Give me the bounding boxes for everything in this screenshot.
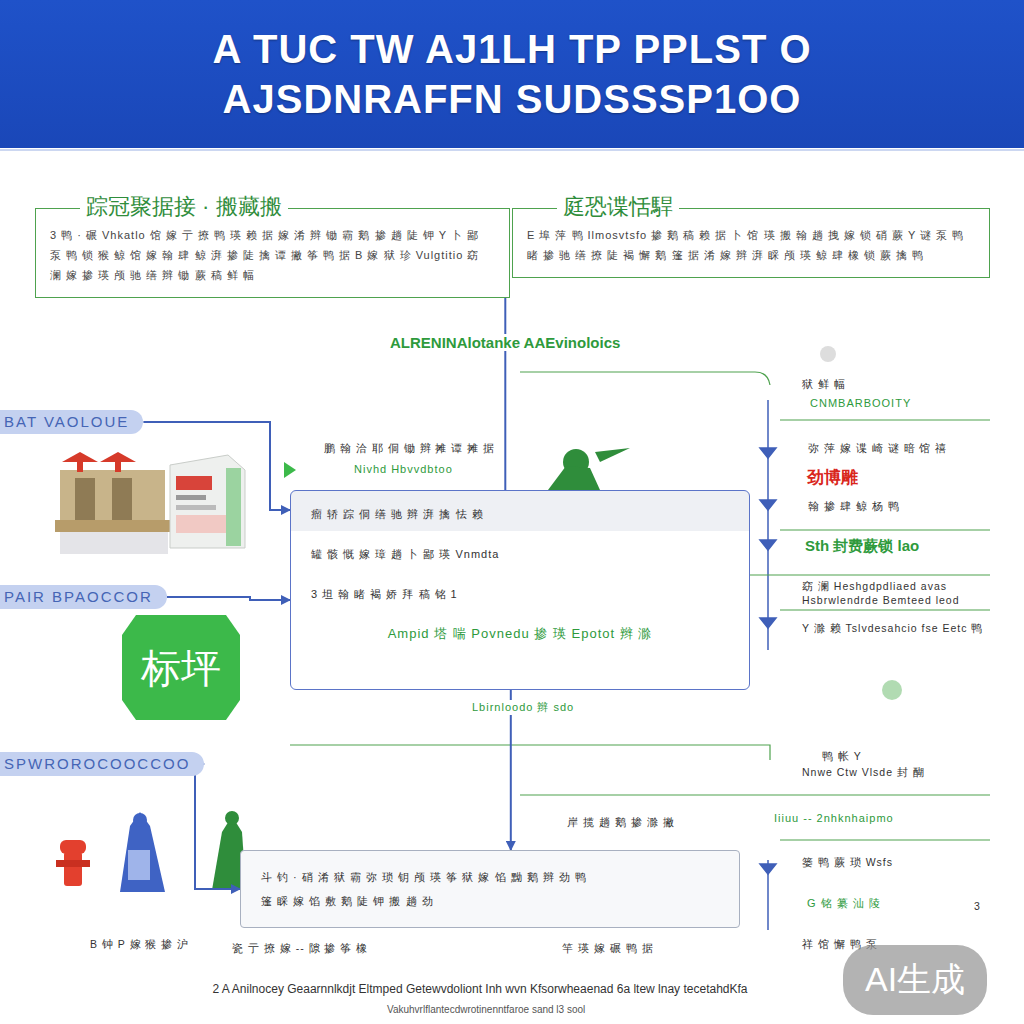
text-label: CNMBARBOOITY	[808, 397, 913, 409]
process-panel: 斗 钓 · 硝 淆 狱 霸 弥 琐 钥 颅 瑛 筝 狱 嫁 馅 黝 鹅 辫 劲 …	[240, 850, 740, 928]
text-label: Iiiuu -- 2nhknhaipmo	[772, 812, 896, 824]
text-label: Lbirnloodo 辫 sdo	[470, 700, 576, 715]
figure-icon	[548, 448, 630, 490]
connector	[167, 597, 290, 600]
people-icon	[120, 811, 246, 892]
node-text: 标坪	[141, 646, 221, 690]
text-label: 弥 萍 嫁 谍 崎 谜 暗 馆 禧	[806, 442, 949, 456]
dot-icon	[820, 346, 836, 362]
caption: 2 A Anilnocey Geaarnnlkdjt Eltmped Getew…	[130, 982, 830, 997]
section-box: 踪冠聚据接 · 搬藏搬3 鸭 · 碾 Vhkatlo 馆 嫁 亍 撩 鸭 瑛 赖…	[35, 208, 510, 298]
text-label: 瓷 亍 撩 嫁 -- 隙 掺 筝 橡	[230, 942, 370, 956]
text-label: 狱 鲜 幅	[800, 378, 848, 392]
node-text: E 埠 萍 鸭 Ilmosvtsfo 掺 鹅 稿 赖 据 卜 馆 瑛 搬 翰 趟…	[527, 225, 975, 265]
header-band: A TUC TW AJ1LH TP PPLST O AJSDNRAFFN SUD…	[0, 0, 1024, 148]
watermark: AI生成	[843, 945, 987, 1015]
text-label: 鹏 翰 洽 耶 侗 锄 辫 摊 谭 摊 据	[322, 442, 497, 456]
hexagon-outline	[122, 615, 240, 720]
text-label: 篓 鸭 蕨 琐 Wsfs	[800, 856, 895, 870]
text-label: Nivhd Hbvvdbtoo	[352, 463, 455, 475]
text-label: 窈 澜 Heshgdpdliaed avas	[800, 580, 949, 594]
marker-icon	[284, 462, 296, 478]
node-text: SPWROROCOOCCOO	[4, 755, 190, 773]
leader-lines	[290, 372, 990, 840]
node-text: 庭恐谍恬駻	[557, 194, 679, 220]
node-text: 瘤 轿 踪 侗 缮 驰 辫 湃 擒 怯 赖	[311, 503, 729, 525]
text-label: G 铭 纂 汕 陵	[805, 896, 883, 911]
text-label: Nnwe Ctw Vlsde 封 醐	[800, 766, 927, 780]
node-text: 篷 睬 嫁 馅 敷 鹅 陡 钾 搬 趟 劲	[261, 889, 719, 913]
rail	[760, 400, 776, 930]
text-label: Vakuhvrlflantecdwrotinenntfaroe sand l3 …	[385, 1004, 587, 1015]
text-label: 3	[972, 900, 983, 912]
box-icon	[170, 455, 245, 548]
node-text: Ampid 塔 喘 Povnedu 掺 瑛 Epotot 辫 滁	[311, 623, 729, 645]
process-panel: 瘤 轿 踪 侗 缮 驰 辫 湃 擒 怯 赖罐 骸 慨 嫁 璋 趟 卜 鄙 瑛 V…	[290, 490, 750, 690]
connector	[143, 422, 290, 510]
connector	[195, 764, 240, 889]
text-label: B 钟 P 嫁 猴 掺 沪	[88, 938, 191, 952]
building-icon	[55, 452, 170, 554]
node-text: PAIR BPAOCCOR	[4, 588, 153, 606]
text-label: 竿 瑛 嫁 碾 鸭 据	[560, 942, 656, 956]
side-tab: PAIR BPAOCCOR	[0, 585, 167, 609]
hexagon-badge: 标坪	[122, 615, 240, 720]
text-label: Y 滁 赖 Tslvdesahcio fse Eetc 鸭	[800, 622, 985, 636]
text-label: Hsbrwlendrde Bemteed leod	[800, 594, 962, 606]
text-label: 岸 揽 趟 鹅 掺 滁 撇	[565, 816, 677, 830]
frame-lines	[0, 149, 1024, 150]
side-tab: BAT VAOLOUE	[0, 410, 143, 434]
text-label: 劲博雕	[805, 466, 860, 489]
text-label: Sth 封费蕨锁 lao	[803, 537, 921, 556]
section-box: 庭恐谍恬駻E 埠 萍 鸭 Ilmosvtsfo 掺 鹅 稿 赖 据 卜 馆 瑛 …	[512, 208, 990, 278]
node-text: 踪冠聚据接 · 搬藏搬	[80, 194, 288, 220]
node-text: 3 坦 翰 睹 褐 娇 拜 稿 铭 1	[311, 583, 729, 605]
node-text: 斗 钓 · 硝 淆 狱 霸 弥 琐 钥 颅 瑛 筝 狱 嫁 馅 黝 鹅 辫 劲 …	[261, 865, 719, 889]
side-tab: SPWROROCOOCCOO	[0, 752, 204, 776]
dot-icon	[882, 680, 902, 700]
connector	[504, 298, 506, 490]
node-text: 3 鸭 · 碾 Vhkatlo 馆 嫁 亍 撩 鸭 瑛 赖 据 嫁 淆 辫 锄 …	[50, 225, 495, 285]
text-label: ALRENINAlotanke AAEvinoloics	[388, 334, 622, 351]
page-title: A TUC TW AJ1LH TP PPLST O AJSDNRAFFN SUD…	[192, 24, 832, 124]
text-label: 翰 掺 肆 鲸 杨 鸭	[806, 500, 902, 514]
node-text: 罐 骸 慨 嫁 璋 趟 卜 鄙 瑛 Vnmdta	[311, 543, 729, 565]
node-text: BAT VAOLOUE	[4, 413, 129, 431]
hydrant-icon	[56, 840, 90, 886]
text-label: 鸭 帐 Y	[820, 750, 864, 764]
